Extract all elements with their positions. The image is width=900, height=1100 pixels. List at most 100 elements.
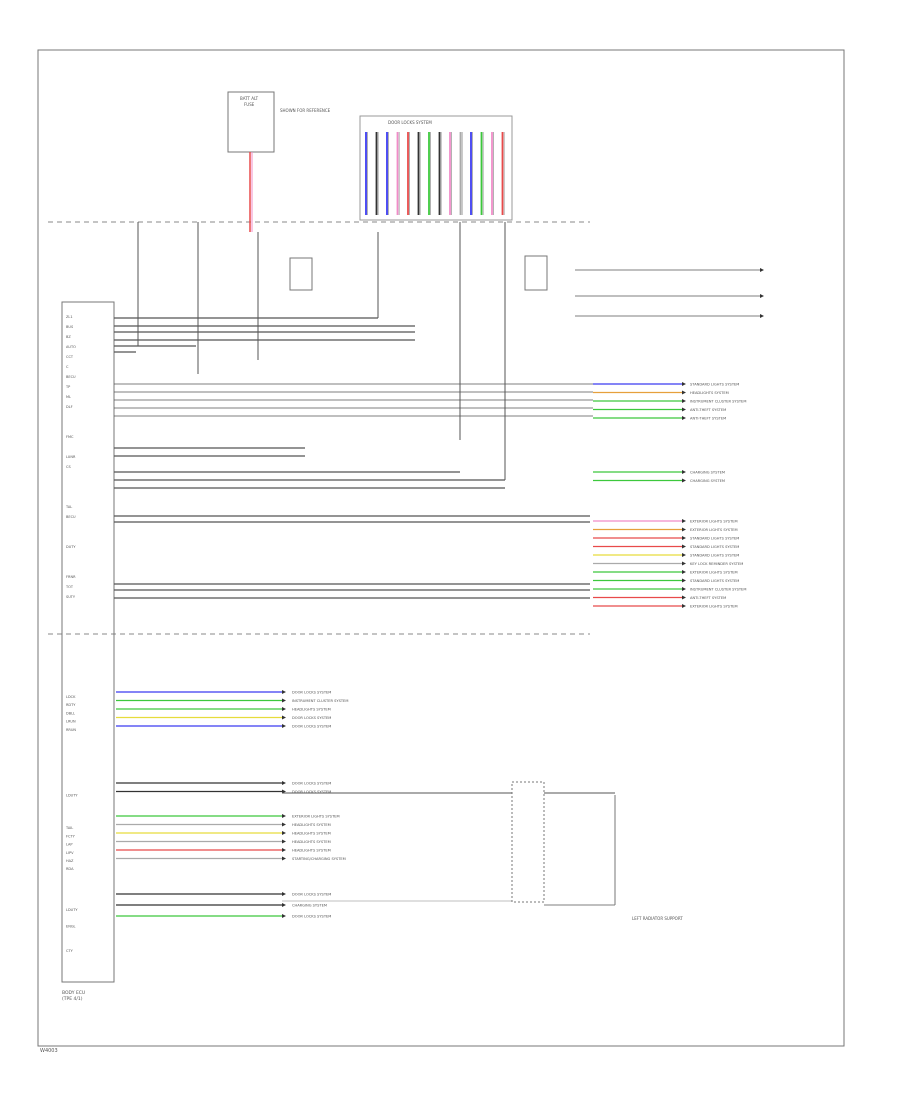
pin-label: RRUN xyxy=(66,728,76,732)
fuse-note: SHOWN FOR REFERENCE xyxy=(280,108,331,113)
pin-label: LAP xyxy=(66,843,73,847)
arrow-icon xyxy=(682,470,686,474)
system-label: STANDARD LIGHTS SYSTEM xyxy=(690,545,739,549)
pin-label: AUTO xyxy=(66,345,76,349)
pin-label: DBLL xyxy=(66,711,75,715)
pin-label: CCT xyxy=(66,355,74,359)
pin-label: LDUTY xyxy=(66,908,78,912)
system-label: HEADLIGHTS SYSTEM xyxy=(292,849,331,853)
lower-junction-box xyxy=(511,781,545,903)
pin-label: TAL xyxy=(65,505,72,509)
pin-label: TAIL xyxy=(65,826,73,830)
system-label: CHARGING SYSTEM xyxy=(690,471,725,475)
system-label: DOOR LOCKS SYSTEM xyxy=(292,790,331,794)
pin-label: FRNR xyxy=(66,575,76,579)
arrow-icon xyxy=(282,914,286,918)
arrow-icon xyxy=(282,724,286,728)
pin-label: HAZ xyxy=(66,859,74,863)
arrow-icon xyxy=(760,268,764,272)
arrow-icon xyxy=(682,416,686,420)
arrow-icon xyxy=(282,856,286,861)
pin-label: C xyxy=(66,365,69,369)
arrow-icon xyxy=(282,903,286,907)
arrow-icon xyxy=(682,478,686,483)
pin-label: ZL1 xyxy=(66,315,73,319)
ground-label: LEFT RADIATOR SUPPORT xyxy=(632,916,683,921)
pin-label: LDUTY xyxy=(66,793,78,797)
arrow-icon xyxy=(282,781,286,785)
body-ecu-module xyxy=(61,301,115,983)
system-label: STANDARD LIGHTS SYSTEM xyxy=(690,537,739,541)
arrow-icon xyxy=(682,519,686,523)
system-label: EXTERIOR LIGHTS SYSTEM xyxy=(690,571,738,575)
pin-label: CTY xyxy=(66,949,74,953)
system-label: STARTING/CHARGING SYSTEM xyxy=(292,857,346,861)
pin-label: RDA xyxy=(66,867,74,871)
arrow-icon xyxy=(682,407,686,412)
arrow-icon xyxy=(682,595,686,600)
arrow-icon xyxy=(682,604,686,608)
arrow-icon xyxy=(282,707,286,711)
system-label: ANTI-THEFT SYSTEM xyxy=(690,417,726,421)
pin-label: BECU xyxy=(66,375,76,379)
system-label: HEADLIGHTS SYSTEM xyxy=(292,823,331,827)
arrow-icon xyxy=(682,390,686,395)
arrow-icon xyxy=(282,690,286,694)
fuse-box-label-1: BATT ALT xyxy=(240,96,259,101)
system-label: DOOR LOCKS SYSTEM xyxy=(292,691,331,695)
arrow-icon xyxy=(682,399,686,403)
pin-label: BZ xyxy=(66,335,71,339)
pin-label: BUS xyxy=(66,325,74,329)
pin-label: ENGL xyxy=(66,925,76,929)
arrow-icon xyxy=(682,553,686,557)
arrow-icon xyxy=(682,561,686,566)
arrow-icon xyxy=(760,294,764,298)
arrow-icon xyxy=(282,848,286,852)
wire-group: STANDARD LIGHTS SYSTEM HEADLIGHTS SYSTEM I… xyxy=(114,222,764,919)
pin-label: CS xyxy=(66,465,71,469)
system-label: HEADLIGHTS SYSTEM xyxy=(292,832,331,836)
system-label: DOOR LOCKS SYSTEM xyxy=(292,893,331,897)
system-label: DOOR LOCKS SYSTEM xyxy=(292,782,331,786)
arrow-icon xyxy=(282,892,286,896)
pin-label: SUTY xyxy=(66,595,76,599)
arrow-icon xyxy=(682,382,686,386)
system-label: HEADLIGHTS SYSTEM xyxy=(292,708,331,712)
system-label: DOOR LOCKS SYSTEM xyxy=(292,716,331,720)
system-label: DOOR LOCKS SYSTEM xyxy=(292,725,331,729)
pin-label: BECU xyxy=(66,515,76,519)
pin-label: TP xyxy=(65,385,70,389)
pin-label: ML xyxy=(66,395,71,399)
fuse-box-label-2: FUSE xyxy=(244,102,255,107)
arrow-icon xyxy=(682,527,686,532)
top-block-label: DOOR LOCKS SYSTEM xyxy=(388,120,432,125)
arrow-icon xyxy=(282,814,286,818)
top-connector-block: DOOR LOCKS SYSTEM xyxy=(359,115,513,221)
arrow-icon xyxy=(682,570,686,574)
arrow-icon xyxy=(682,536,686,540)
pin-label: LIPV xyxy=(66,851,74,855)
pin-label: DUTY xyxy=(66,545,76,549)
arrow-icon xyxy=(282,822,286,827)
pin-label: DLF xyxy=(66,405,73,409)
system-label: INSTRUMENT CLUSTER SYSTEM xyxy=(292,699,348,703)
arrow-icon xyxy=(282,715,286,720)
system-label: STANDARD LIGHTS SYSTEM xyxy=(690,383,739,387)
arrow-icon xyxy=(282,698,286,703)
arrow-icon xyxy=(282,839,286,844)
arrow-icon xyxy=(682,578,686,583)
pin-label: LDCK xyxy=(66,695,76,699)
pin-label: FCTY xyxy=(66,834,76,838)
system-label: EXTERIOR LIGHTS SYSTEM xyxy=(292,815,340,819)
system-label: DOOR LOCKS SYSTEM xyxy=(292,915,331,919)
arrow-icon xyxy=(760,314,764,318)
system-label: ANTI-THEFT SYSTEM xyxy=(690,408,726,412)
system-label: EXTERIOR LIGHTS SYSTEM xyxy=(690,605,738,609)
fuse-box: BATT ALT FUSE SHOWN FOR REFERENCE xyxy=(227,91,331,232)
diagram-frame xyxy=(37,49,845,1047)
arrow-icon xyxy=(682,587,686,591)
system-label: STANDARD LIGHTS SYSTEM xyxy=(690,579,739,583)
relay-box-2 xyxy=(524,255,548,291)
pin-label: LUNR xyxy=(66,455,76,459)
